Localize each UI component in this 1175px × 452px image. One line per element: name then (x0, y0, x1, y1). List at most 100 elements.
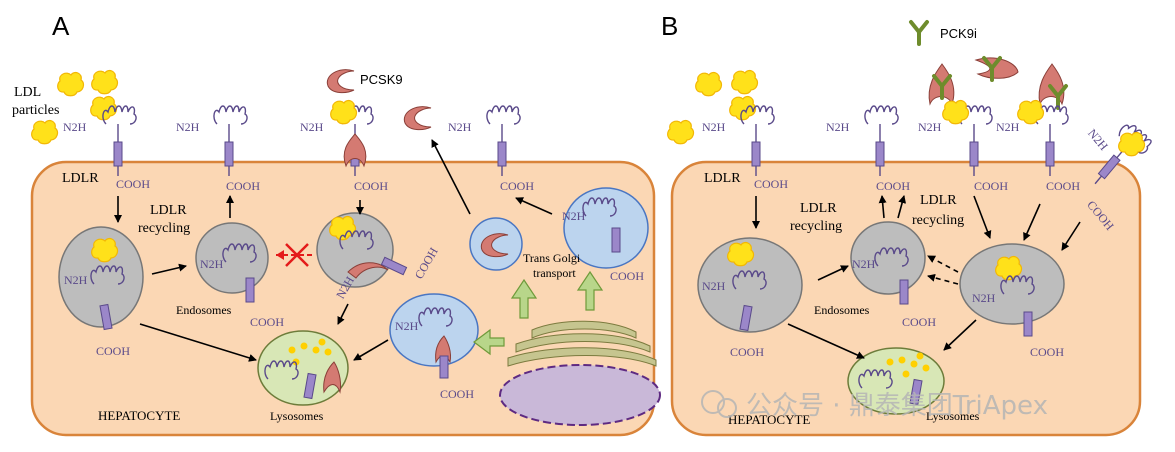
cooh-label: COOH (876, 179, 910, 193)
ldl-fragment (898, 356, 906, 364)
receptor-domain (1023, 311, 1033, 337)
cooh-label: COOH (902, 315, 936, 329)
pathway-arrows-a (114, 139, 553, 362)
ldl-fragment (886, 358, 894, 366)
golgi-transport-arrow (576, 270, 604, 311)
golgi-transport-arrow (473, 328, 505, 356)
trans-golgi-label: Trans Golgi (523, 251, 581, 265)
chat-bubble-icon (701, 390, 725, 414)
cooh-label: COOH (754, 177, 788, 191)
ldl-fragment (318, 338, 326, 346)
ldl-fragment (922, 364, 930, 372)
cooh-label: COOH (1030, 345, 1064, 359)
cooh-label: COOH (730, 345, 764, 359)
watermark: 公众号 · 鼎泰集团TriApex (701, 390, 1048, 421)
endosomes-label: Endosomes (176, 303, 232, 317)
ldl-particle (90, 95, 118, 121)
ldlr-label: LDLR (62, 171, 99, 186)
n2h-label: N2H (1085, 126, 1111, 153)
ldl-fragment (916, 352, 924, 360)
golgi-stack (515, 333, 651, 353)
ldlr-label: LDLR (704, 171, 741, 186)
n2h-label: N2H (300, 120, 324, 134)
n2h-label: N2H (176, 120, 200, 134)
ldl-fragment (324, 348, 332, 356)
endosome-vesicle (959, 243, 1065, 325)
golgi-transport-arrow (510, 278, 538, 319)
lysosomes-label: Lysosomes (270, 409, 324, 423)
n2h-label: N2H (395, 319, 419, 333)
ldl-particles-label: particles (12, 103, 59, 118)
trans-golgi-label: transport (533, 266, 576, 280)
receptor-domain (439, 355, 449, 379)
ldl-fragment (312, 346, 320, 354)
cooh-label: COOH (96, 344, 130, 358)
ldl-fragment (902, 370, 910, 378)
transport-vesicle (389, 293, 479, 367)
pcsk9-protein (326, 69, 355, 94)
n2h-label: N2H (852, 257, 876, 271)
pcsk9-label: PCSK9 (360, 72, 403, 87)
receptor-domain (611, 227, 621, 253)
golgi-stack (531, 320, 637, 339)
ldl-particle (667, 119, 695, 145)
receptor-domain (303, 372, 317, 400)
panel-label-a: A (52, 11, 70, 41)
receptor-domain (909, 378, 923, 406)
ldl-particle (942, 99, 970, 125)
receptor-domain (99, 303, 113, 331)
ldl-particle (91, 69, 119, 95)
endosome-vesicle (58, 226, 144, 328)
n2h-label: N2H (826, 120, 850, 134)
receptor-domain (380, 256, 408, 276)
pcsk9-degraded (323, 361, 341, 394)
ldlr-recycling-label: recycling (912, 213, 964, 228)
receptor-domain (245, 277, 255, 303)
ldlr-recycling-label: LDLR (150, 203, 187, 218)
ldlr-recycling-label: LDLR (800, 201, 837, 216)
receptor-domain (899, 279, 909, 305)
cooh-label: COOH (1046, 179, 1080, 193)
cooh-label: COOH (974, 179, 1008, 193)
cooh-label: COOH (250, 315, 284, 329)
blocked-recycling-icon (276, 243, 312, 267)
endosome-vesicle (850, 221, 926, 295)
n2h-label: N2H (63, 120, 87, 134)
transport-vesicle (563, 187, 649, 269)
n2h-label: N2H (562, 209, 586, 223)
pcsk9-bound (347, 262, 389, 279)
ldl-particles-label: LDL (14, 85, 41, 100)
pck9i-label: PCK9i (940, 26, 977, 41)
pcsk9-protein (1038, 63, 1065, 106)
n2h-label: N2H (702, 279, 726, 293)
endosomes-label: Endosomes (814, 303, 870, 317)
ldl-particle (330, 99, 358, 125)
n2h-label: N2H (702, 120, 726, 134)
n2h-label: N2H (996, 120, 1020, 134)
pck9i-antibody-icon (909, 20, 929, 46)
pcsk9-protein (403, 106, 432, 131)
n2h-label: N2H (448, 120, 472, 134)
ldl-particle (1017, 99, 1045, 125)
ldl-particle (57, 71, 85, 97)
cooh-label: COOH (500, 179, 534, 193)
hepatocyte-label: HEPATOCYTE (98, 408, 180, 423)
pathway-arrows-b (752, 195, 1081, 359)
ldl-fragment (288, 346, 296, 354)
pcsk9-bound (343, 133, 367, 168)
endosome-vesicle (697, 237, 803, 333)
hepatocyte-label: HEPATOCYTE (728, 412, 810, 427)
cooh-label: COOH (116, 177, 150, 191)
n2h-label: N2H (918, 120, 942, 134)
golgi-stack (507, 347, 657, 367)
endosome-vesicle (195, 222, 269, 294)
ldlr-recycling-label: LDLR (920, 193, 957, 208)
ldl-particle (731, 69, 759, 95)
ldl-fragment (300, 342, 308, 350)
nucleus (499, 364, 661, 426)
ldlr-recycling-label: recycling (790, 219, 842, 234)
n2h-label: N2H (972, 291, 996, 305)
ldlr-recycling-label: recycling (138, 221, 190, 236)
lysosomes-label: Lysosomes (926, 409, 980, 423)
